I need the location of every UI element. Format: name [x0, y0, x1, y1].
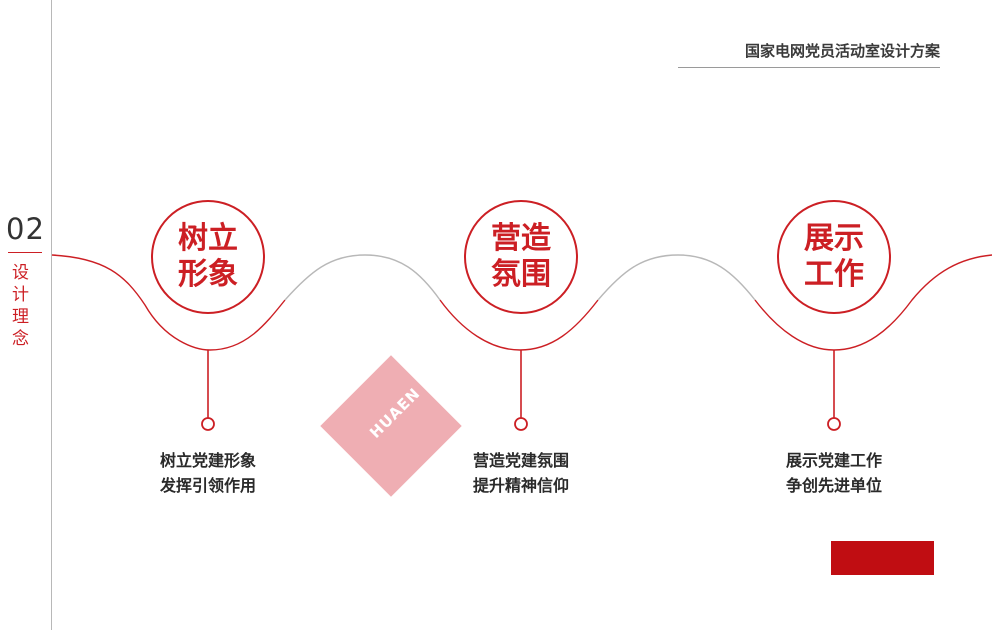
- wave-segment-right: [754, 254, 992, 351]
- step-caption-3-line1: 展示党建工作: [785, 451, 882, 470]
- step-circle-3: 展示工作: [777, 200, 891, 314]
- section-title: 设计理念: [12, 263, 29, 349]
- wave-segment-middle: [439, 299, 599, 351]
- step-circle-2-label: 营造氛围: [491, 221, 551, 292]
- step-caption-3-line2: 争创先进单位: [785, 476, 882, 495]
- step-caption-1-line1: 树立党建形象: [159, 451, 256, 470]
- document-title-rule: [678, 67, 940, 68]
- step-circle-1-label: 树立形象: [178, 221, 238, 292]
- step-circle-3-label: 展示工作: [804, 221, 864, 292]
- left-vertical-rule: [51, 0, 52, 630]
- wave-segment-gray-2: [597, 254, 756, 301]
- section-number: 02: [6, 212, 45, 246]
- step-caption-1: 树立党建形象 发挥引领作用: [133, 448, 283, 498]
- step-caption-2-line2: 提升精神信仰: [472, 476, 569, 495]
- step-caption-2-line1: 营造党建氛围: [472, 451, 569, 470]
- step-circle-1: 树立形象: [151, 200, 265, 314]
- decorative-red-block: [831, 541, 934, 575]
- connector-dot-1: [201, 417, 215, 431]
- wave-segment-left: [51, 254, 286, 351]
- section-divider: [8, 252, 42, 253]
- step-caption-3: 展示党建工作 争创先进单位: [759, 448, 909, 498]
- connector-dot-2: [514, 417, 528, 431]
- step-caption-2: 营造党建氛围 提升精神信仰: [446, 448, 596, 498]
- wave-segment-gray-1: [284, 254, 441, 301]
- step-circle-2: 营造氛围: [464, 200, 578, 314]
- step-caption-1-line2: 发挥引领作用: [159, 476, 256, 495]
- connector-dot-3: [827, 417, 841, 431]
- document-title: 国家电网党员活动室设计方案: [744, 42, 940, 60]
